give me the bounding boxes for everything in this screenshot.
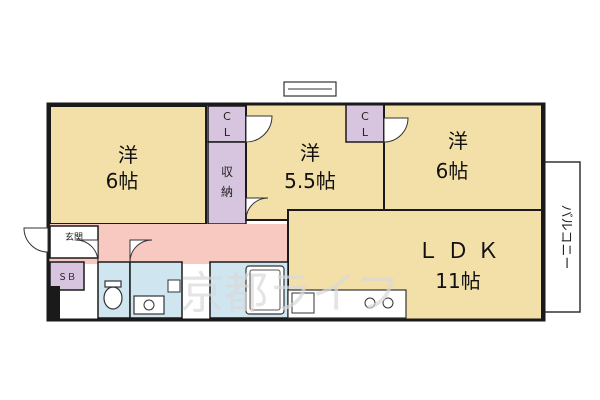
shoe-box (49, 261, 85, 291)
washing-machine-icon (167, 279, 181, 293)
toilet-tank-icon (104, 280, 122, 288)
door-swing (245, 115, 273, 143)
western-center-label: 洋 (300, 141, 320, 165)
entrance-door-swing (23, 227, 49, 253)
storage-label-b: 納 (221, 185, 233, 199)
washbasin-icon (133, 295, 165, 315)
closet-center-c: C (361, 110, 369, 123)
stove-burner-icon (382, 297, 394, 309)
western-left-size: 6帖 (106, 169, 139, 193)
western-room-left (49, 105, 207, 225)
door-swing (75, 239, 99, 263)
stove-burner-icon (364, 297, 376, 309)
closet-left-l: L (224, 126, 231, 139)
basin-bowl-icon (143, 299, 155, 311)
closet-center (345, 103, 385, 143)
western-right-size: 6帖 (436, 159, 469, 183)
western-left-label: 洋 (118, 143, 138, 167)
western-center-size: 5.5帖 (284, 169, 336, 193)
door-swing (383, 117, 409, 143)
door-swing (245, 197, 269, 221)
balcony (543, 161, 581, 313)
balcony-label: バルコニー (558, 205, 573, 270)
sink-icon (291, 292, 315, 314)
western-right-label: 洋 (448, 129, 468, 153)
bathtub-inner-icon (249, 269, 281, 311)
bathtub-icon (245, 265, 285, 315)
watermark-logo: 京都ライフ (180, 268, 400, 319)
storage-label-a: 収 (221, 165, 233, 179)
ldk-label: ＬＤＫ (417, 239, 507, 264)
closet-left (207, 105, 247, 143)
wall-block (48, 286, 60, 320)
entrance-label: 玄関 (65, 231, 83, 243)
door-swing (129, 239, 153, 263)
toilet-icon (103, 286, 123, 310)
storage-closet (207, 141, 247, 225)
outer-wall (46, 102, 546, 322)
ldk-size: 11帖 (435, 269, 480, 293)
closet-center-l: L (362, 126, 369, 139)
shoebox-label: ＳＢ (58, 273, 76, 283)
closet-left-c: C (223, 110, 231, 123)
